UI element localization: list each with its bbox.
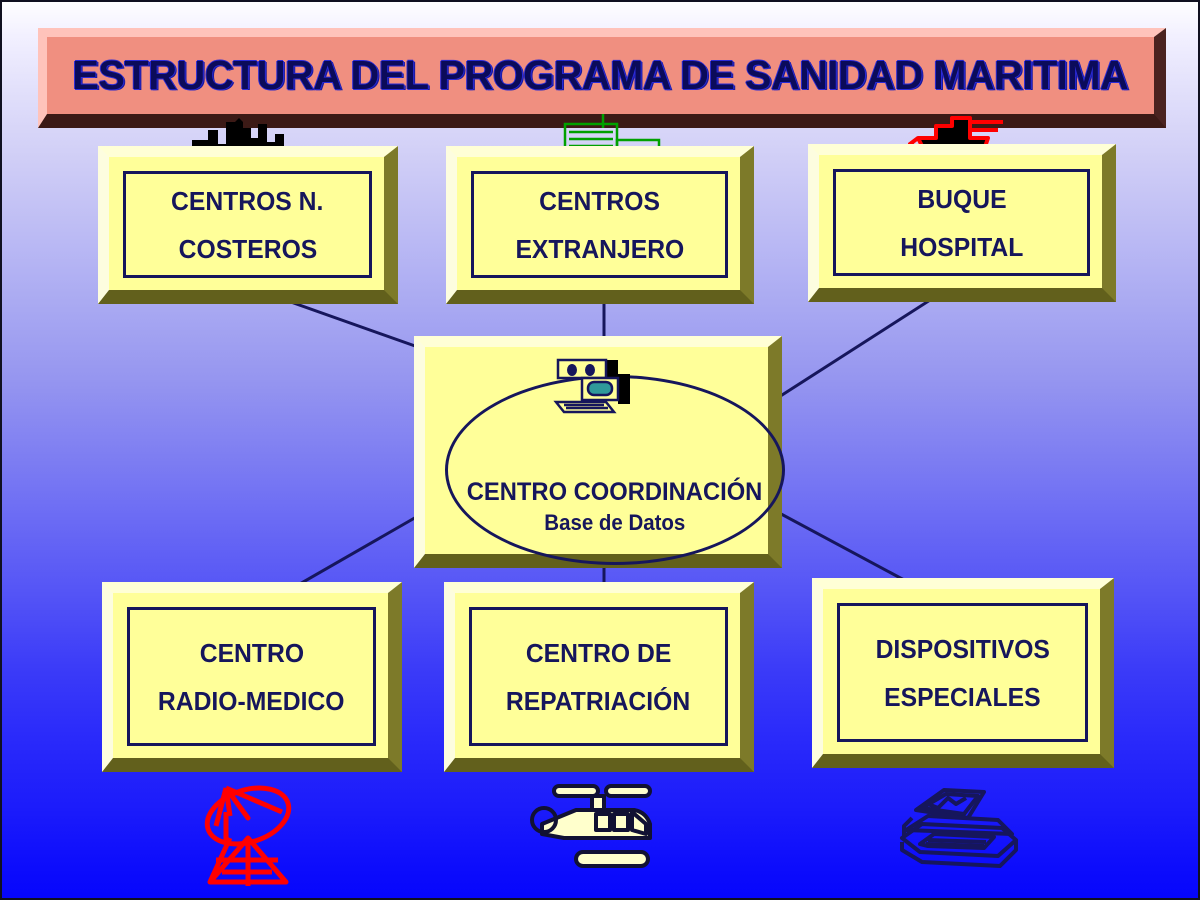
node-label-line1: CENTROS N.: [171, 185, 324, 216]
centro-ellipse: CENTRO COORDINACIÓN Base de Datos: [445, 375, 785, 565]
typewriter-icon: [900, 788, 1018, 868]
node-inner-frame: CENTROS N. COSTEROS: [123, 171, 372, 278]
node-label-line2: EXTRANJERO: [515, 233, 684, 264]
satellite-dish-icon: [204, 785, 292, 886]
node-label-line1: BUQUE: [916, 183, 1007, 214]
node-label-line1: DISPOSITIVOS: [875, 633, 1050, 664]
node-label-line2: ESPECIALES: [884, 681, 1041, 712]
page-title: ESTRUCTURA DEL PROGRAMA DE SANIDAD MARIT…: [72, 52, 1129, 98]
node-label-line2: REPATRIACIÓN: [506, 685, 691, 716]
node-inner-frame: BUQUE HOSPITAL: [833, 169, 1090, 276]
node-buque-hospital[interactable]: BUQUE HOSPITAL: [808, 144, 1116, 302]
node-label-line2: RADIO-MEDICO: [158, 685, 345, 716]
node-inner-frame: CENTRO COORDINACIÓN Base de Datos: [439, 361, 785, 565]
node-centro-repatriacion[interactable]: CENTRO DE REPATRIACIÓN: [444, 582, 754, 772]
node-label-line1: CENTROS: [539, 185, 660, 216]
node-inner-frame: DISPOSITIVOS ESPECIALES: [837, 603, 1088, 742]
connector-centro-buque: [767, 284, 953, 406]
computer-icon: [553, 358, 630, 414]
node-label-line1: CENTRO DE: [525, 637, 672, 668]
centro-label-line1: CENTRO COORDINACIÓN: [467, 478, 763, 506]
helicopter-icon: [530, 784, 652, 868]
node-label-line2: COSTEROS: [178, 233, 317, 264]
node-label-line2: HOSPITAL: [899, 231, 1024, 262]
node-label-line1: CENTRO: [199, 637, 304, 668]
centro-label-line2: Base de Datos: [544, 510, 686, 535]
node-centro-radio-medico[interactable]: CENTRO RADIO-MEDICO: [102, 582, 402, 772]
node-centros-n-costeros[interactable]: CENTROS N. COSTEROS: [98, 146, 398, 304]
node-dispositivos-especiales[interactable]: DISPOSITIVOS ESPECIALES: [812, 578, 1114, 768]
node-centros-extranjero[interactable]: CENTROS EXTRANJERO: [446, 146, 754, 304]
node-inner-frame: CENTRO RADIO-MEDICO: [127, 607, 376, 746]
title-banner: ESTRUCTURA DEL PROGRAMA DE SANIDAD MARIT…: [38, 28, 1166, 128]
node-inner-frame: CENTROS EXTRANJERO: [471, 171, 728, 278]
node-inner-frame: CENTRO DE REPATRIACIÓN: [469, 607, 728, 746]
